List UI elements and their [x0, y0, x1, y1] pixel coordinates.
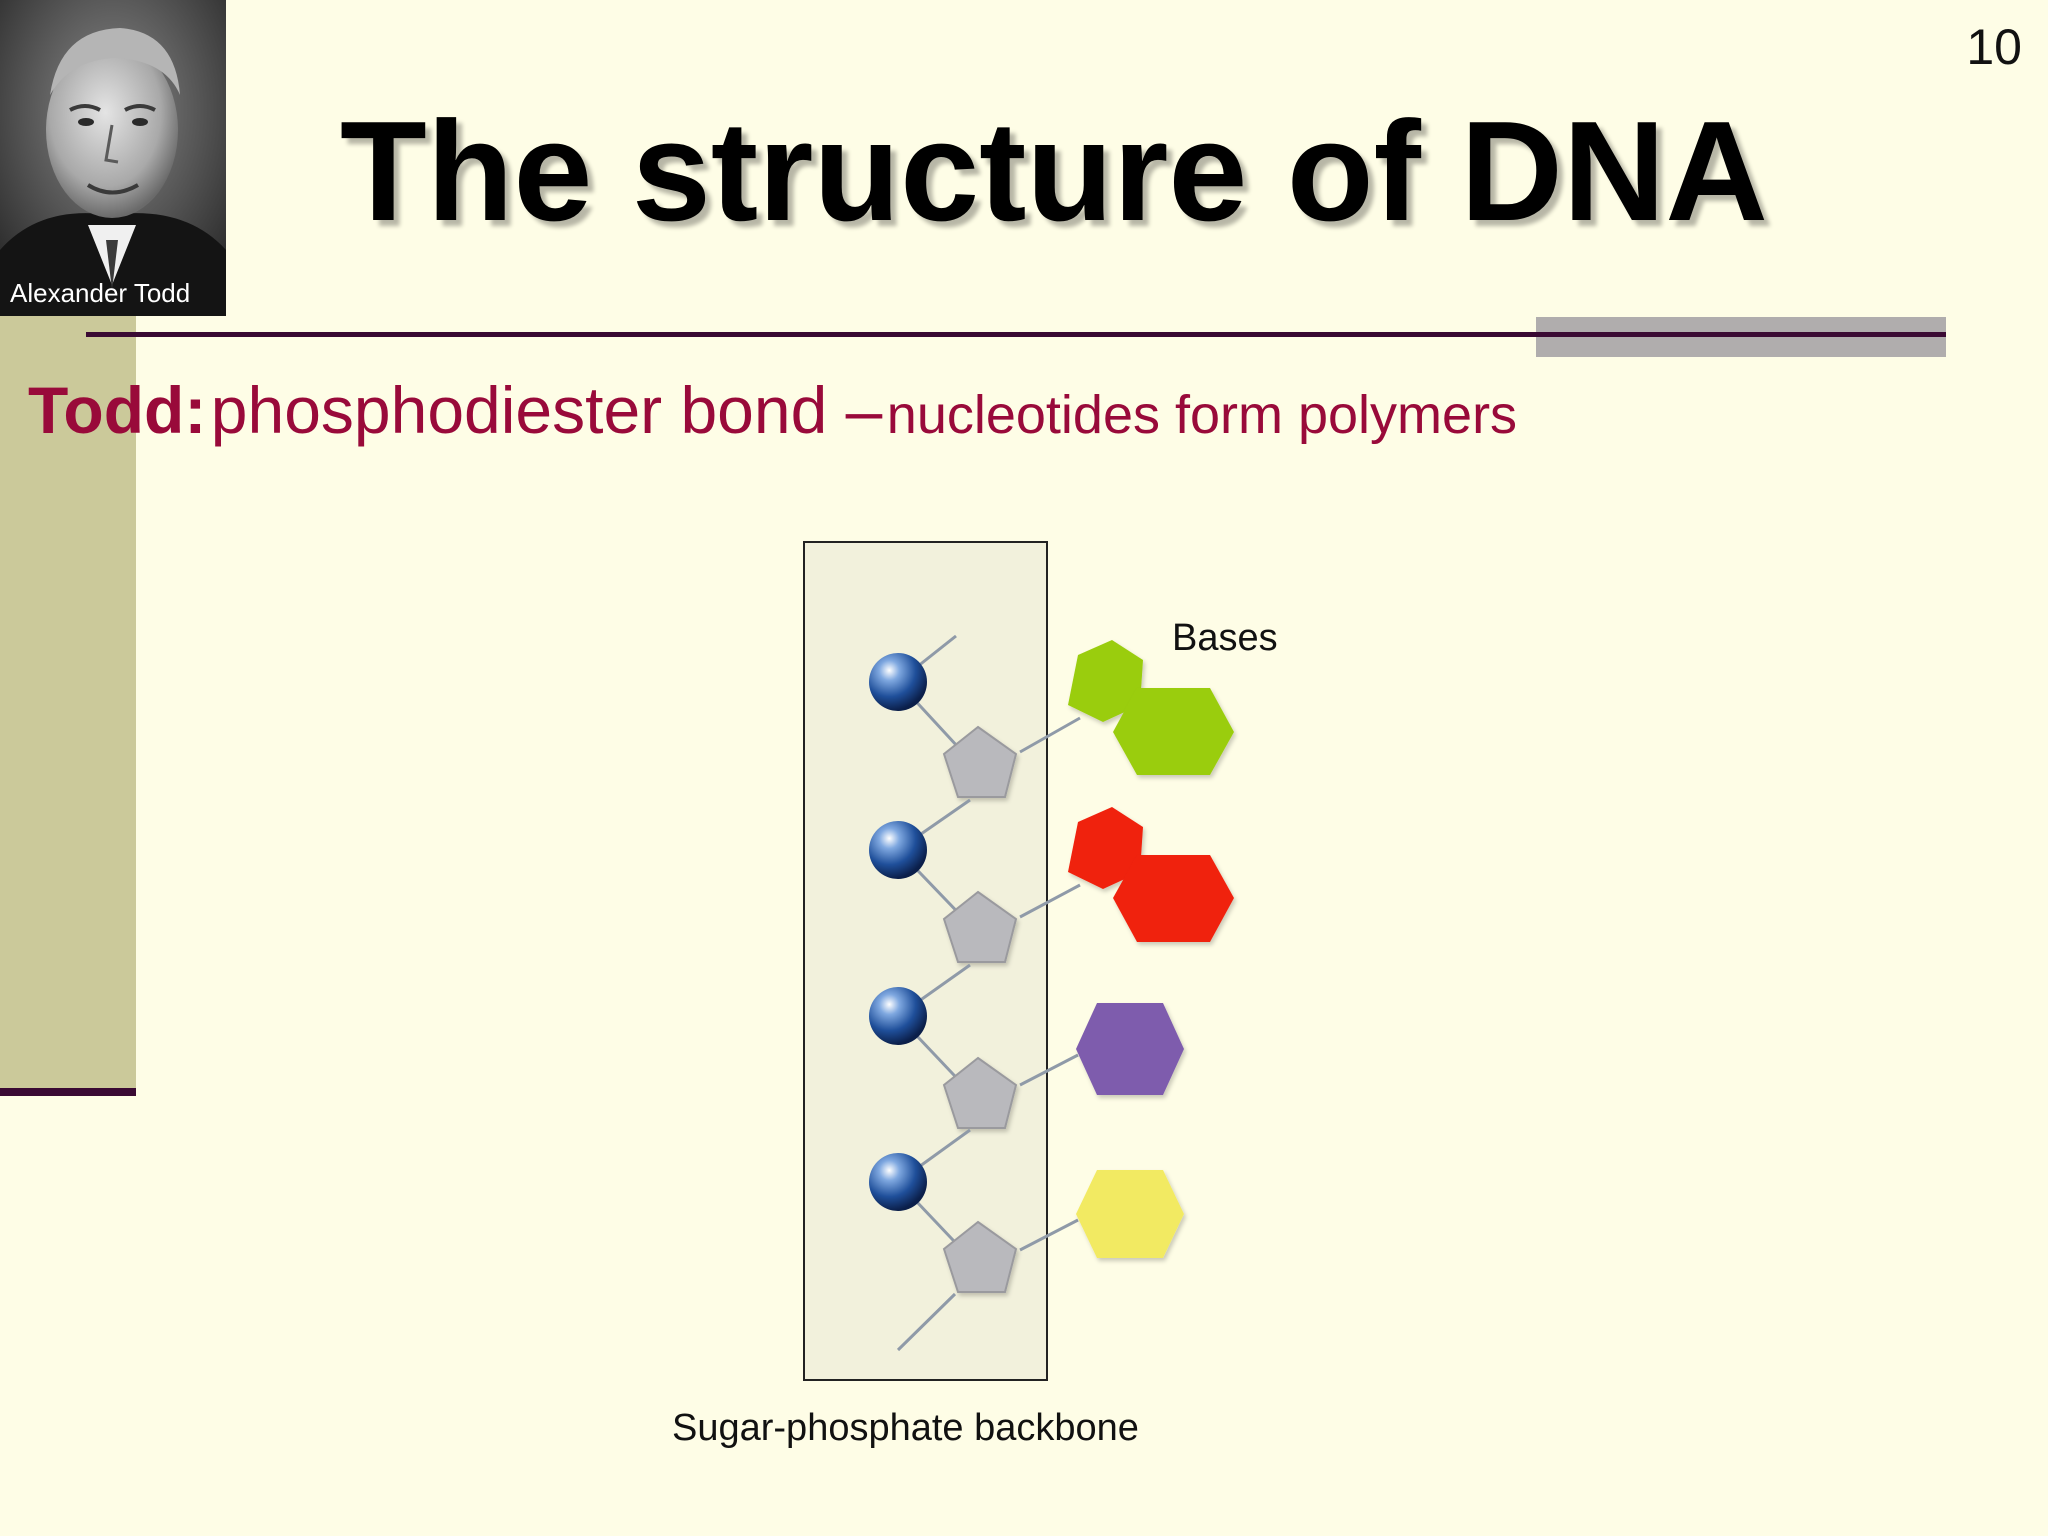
phosphate-sphere	[869, 1153, 927, 1211]
base-ring-a	[1068, 807, 1143, 889]
portrait-photo: Alexander Todd	[0, 0, 226, 316]
slide-title: The structure of DNA	[340, 92, 1768, 251]
subtitle: Todd: phosphodiester bond – nucleotides …	[28, 370, 1517, 469]
nucleotide-3	[869, 987, 1184, 1129]
bases-label: Bases	[1172, 617, 1278, 659]
base-ring-a	[1068, 640, 1143, 722]
phosphate-sphere	[869, 653, 927, 711]
phosphate-sphere	[869, 987, 927, 1045]
divider-shadow-bar	[1536, 317, 1946, 357]
divider-rule	[86, 332, 1946, 337]
nucleotide-4	[869, 1153, 1184, 1293]
sugar-pentagon	[942, 1220, 1018, 1293]
portrait-image	[0, 0, 226, 316]
nucleotide-2	[869, 807, 1234, 963]
base-hexagon	[1076, 1003, 1184, 1095]
sugar-pentagon	[942, 890, 1018, 963]
backbone-label: Sugar-phosphate backbone	[672, 1407, 1139, 1449]
nucleotide-1	[869, 640, 1234, 798]
base-hexagon	[1076, 1170, 1184, 1258]
subtitle-detail: nucleotides form polymers	[886, 385, 1518, 445]
base-ring-b	[1113, 855, 1234, 942]
slide-number: 10	[1966, 19, 2022, 75]
portrait-caption: Alexander Todd	[10, 278, 191, 308]
base-ring-b	[1113, 688, 1234, 775]
sugar-pentagon	[942, 725, 1018, 798]
phosphate-sphere	[869, 821, 927, 879]
subtitle-topic: phosphodiester bond –	[210, 373, 883, 447]
left-accent-rule	[0, 1088, 136, 1096]
subtitle-name: Todd:	[28, 373, 207, 447]
left-accent-bar	[0, 316, 136, 1088]
sugar-pentagon	[942, 1056, 1018, 1129]
